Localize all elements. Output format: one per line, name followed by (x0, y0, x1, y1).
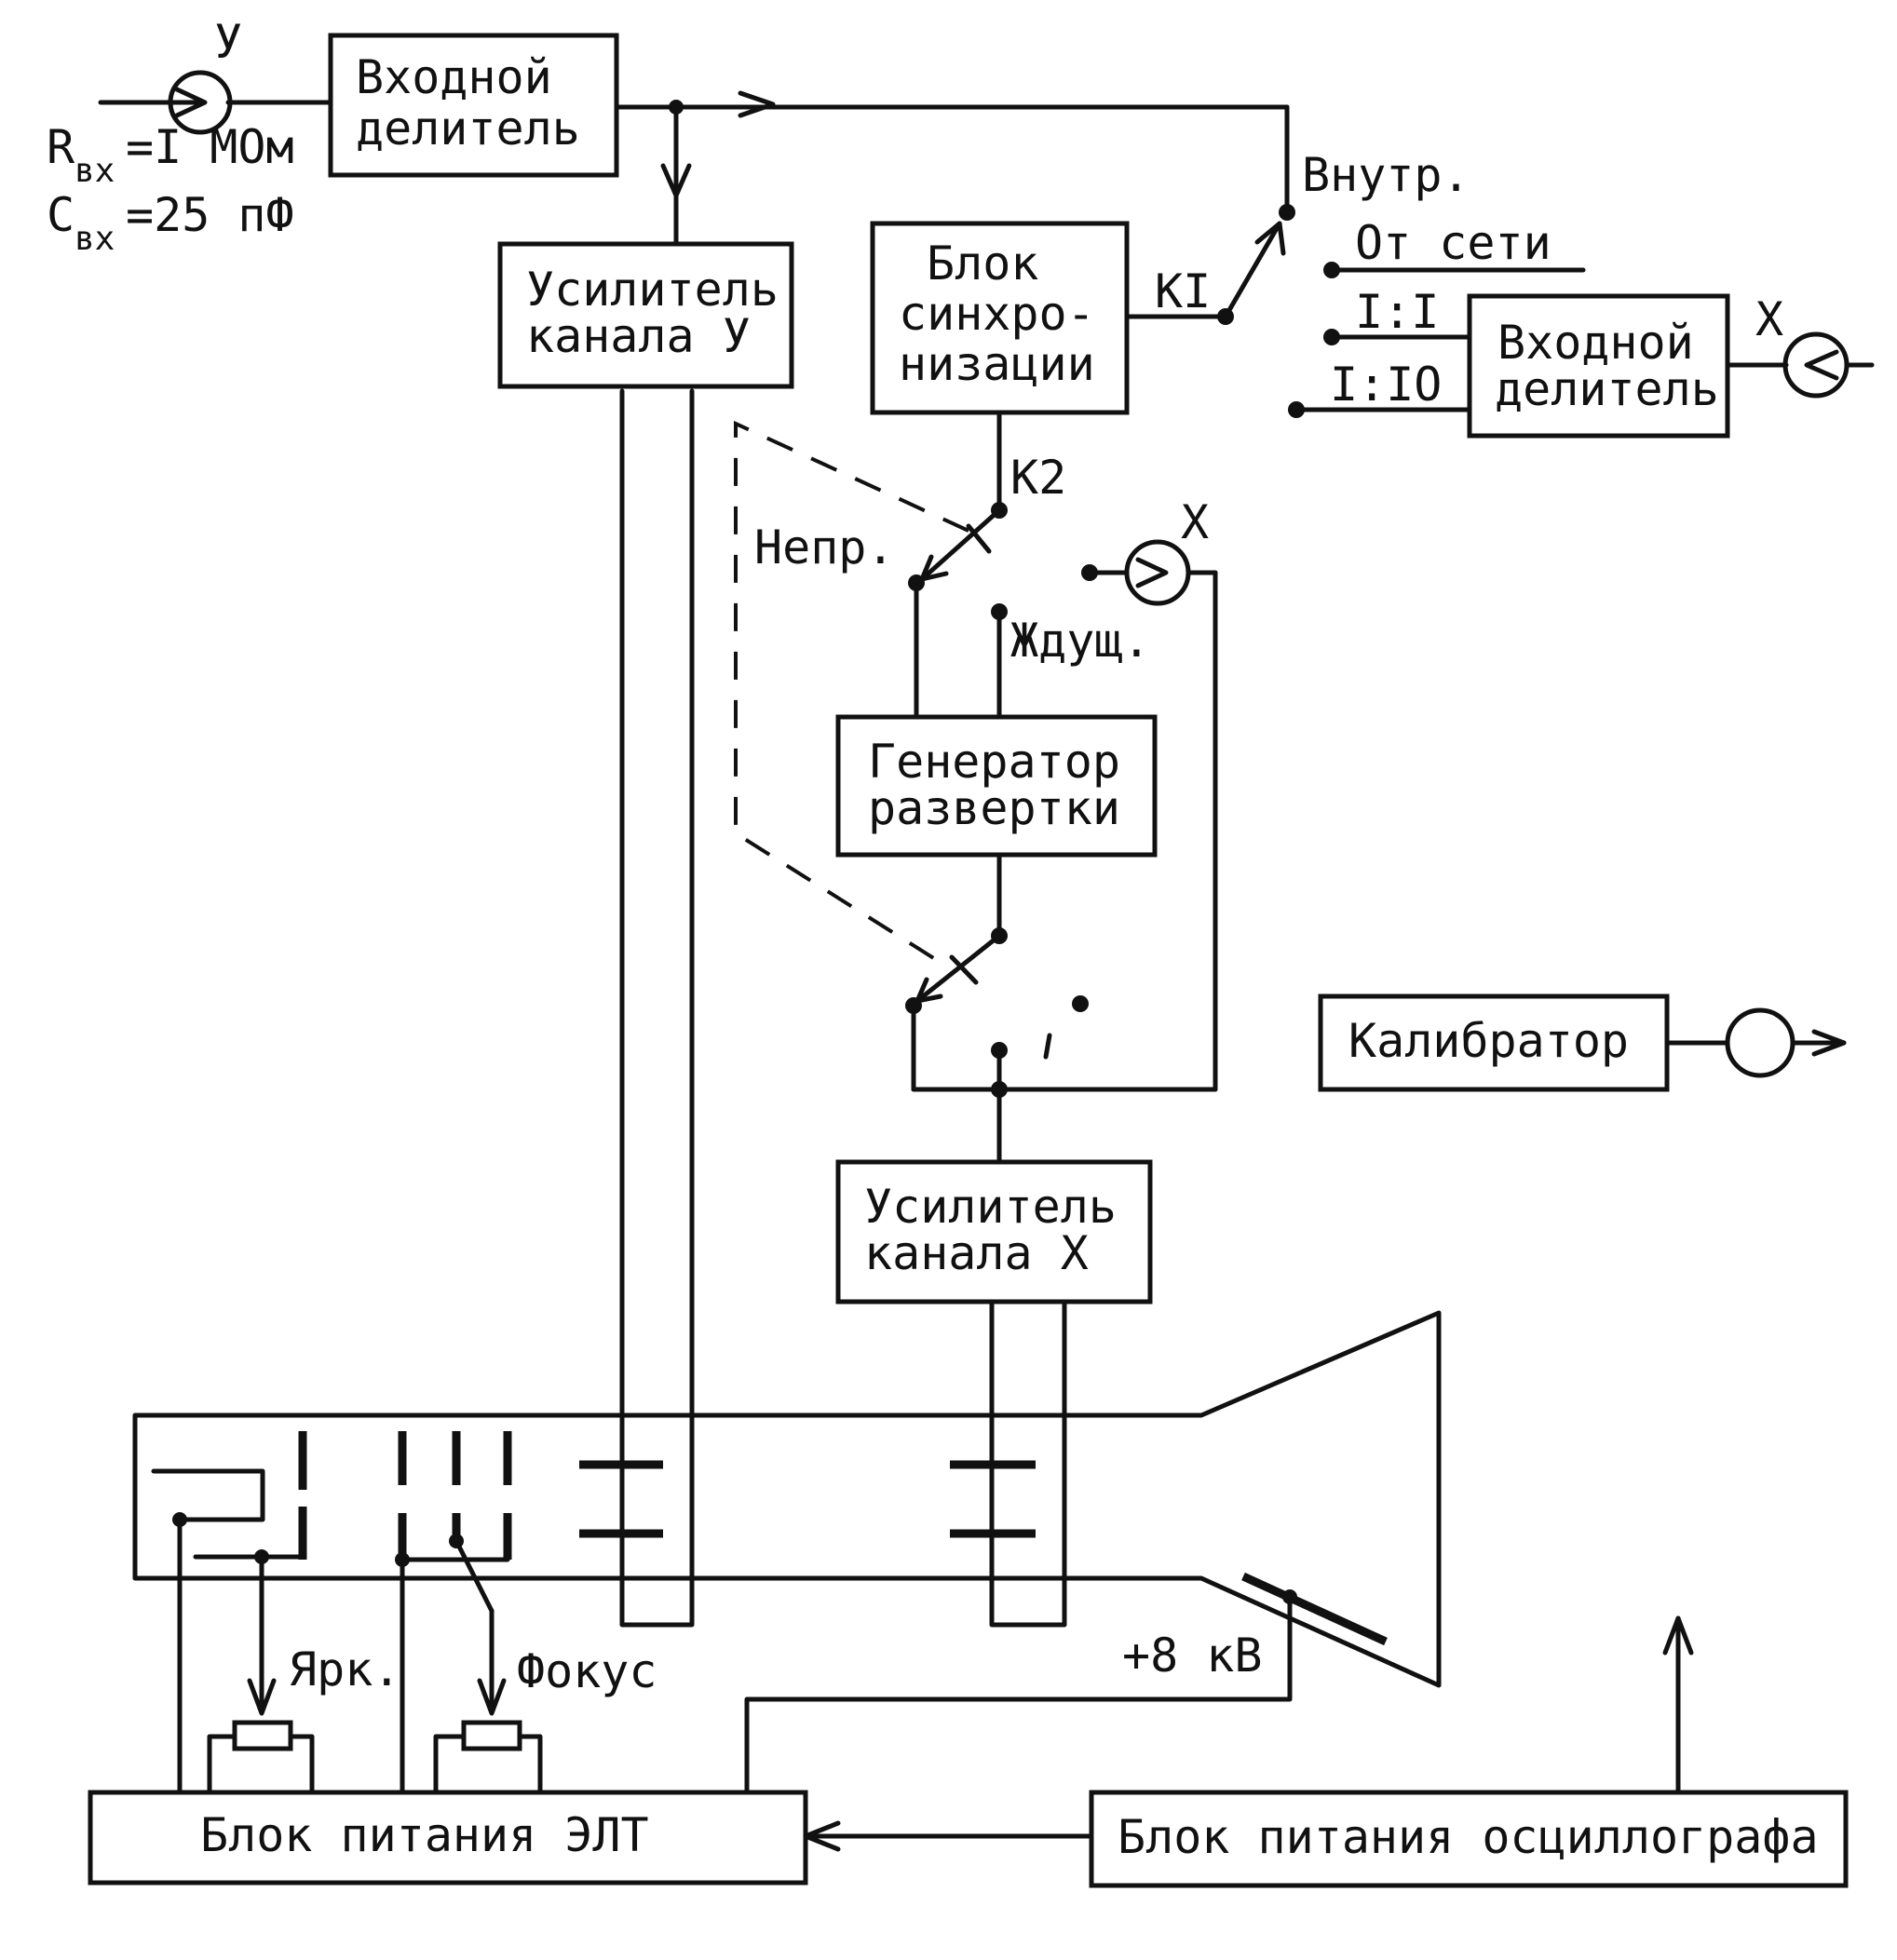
svg-text:Усилитель: Усилитель (526, 263, 779, 317)
label-continuous: Непр. (754, 520, 895, 574)
block-input-divider-x: Входной делитель (1467, 293, 1730, 439)
block-psu-crt: Блок питания ЭЛТ (88, 1790, 808, 1886)
input-jack-icon (168, 70, 233, 135)
svg-text:Блок питания ЭЛТ: Блок питания ЭЛТ (200, 1808, 649, 1862)
svg-text:канала У: канала У (526, 309, 751, 363)
svg-text:канала Х: канала Х (864, 1226, 1089, 1280)
svg-text:синхро-: синхро- (899, 287, 1095, 341)
svg-text:делитель: делитель (356, 101, 580, 155)
svg-text:низации: низации (899, 337, 1095, 391)
block-sweep-generator: Генератор развертки (835, 714, 1158, 858)
svg-text:Блок питания осциллографа: Блок питания осциллографа (1118, 1810, 1819, 1864)
block-amp-x: Усилитель канала Х (835, 1159, 1153, 1304)
block-calibrator: Калибратор (1318, 994, 1670, 1092)
label-x-input-mid: Х (1181, 495, 1209, 549)
resistor-icon (232, 1720, 522, 1751)
svg-text:вх: вх (75, 220, 115, 258)
label-triggered: Ждущ. (1010, 614, 1151, 668)
label-cin: C (47, 188, 75, 242)
svg-text:развертки: развертки (868, 781, 1120, 835)
svg-text:Генератор: Генератор (868, 735, 1120, 789)
svg-text:Входной: Входной (1497, 316, 1694, 370)
label-y-input: У (214, 15, 242, 69)
svg-text:=25 пФ: =25 пФ (126, 188, 294, 242)
label-brightness: Ярк. (289, 1642, 400, 1696)
label-ratio-10: I:IO (1330, 358, 1442, 412)
label-ratio-1: I:I (1355, 285, 1439, 339)
svg-text:Входной: Входной (356, 50, 552, 104)
label-rin: R (47, 120, 75, 174)
svg-text:делитель: делитель (1495, 362, 1719, 416)
label-k1: КI (1155, 264, 1211, 318)
block-input-divider-y: Входной делитель (328, 33, 619, 178)
junction-dots (172, 100, 1340, 1604)
label-internal: Внутр. (1302, 148, 1470, 202)
label-x-input-right: Х (1755, 292, 1783, 346)
crt-icon (132, 1310, 1442, 1688)
svg-text:Калибратор: Калибратор (1348, 1014, 1629, 1068)
label-from-mains: От сети (1355, 216, 1551, 270)
block-amp-y: Усилитель канала У (497, 241, 794, 389)
output-jack-icon (1725, 1007, 1795, 1078)
svg-text:=I МОм: =I МОм (126, 120, 294, 174)
svg-text:вх: вх (75, 152, 115, 190)
svg-text:Блок: Блок (927, 237, 1038, 291)
label-k2: К2 (1010, 451, 1066, 505)
ganged-switch-link (734, 420, 969, 970)
label-focus: Фокус (517, 1644, 657, 1698)
block-sync: Блок синхро- низации (870, 221, 1130, 415)
wires (98, 90, 1875, 1852)
labels: У R вх =I МОм C вх =25 пФ Внутр. От сети… (47, 15, 1783, 1698)
block-psu-oscilloscope: Блок питания осциллографа (1089, 1790, 1849, 1888)
label-high-voltage: +8 кВ (1122, 1629, 1263, 1683)
input-jack-x-right-icon (1782, 331, 1850, 399)
input-jack-x-mid-icon (1124, 539, 1191, 606)
svg-text:Усилитель: Усилитель (864, 1180, 1117, 1234)
